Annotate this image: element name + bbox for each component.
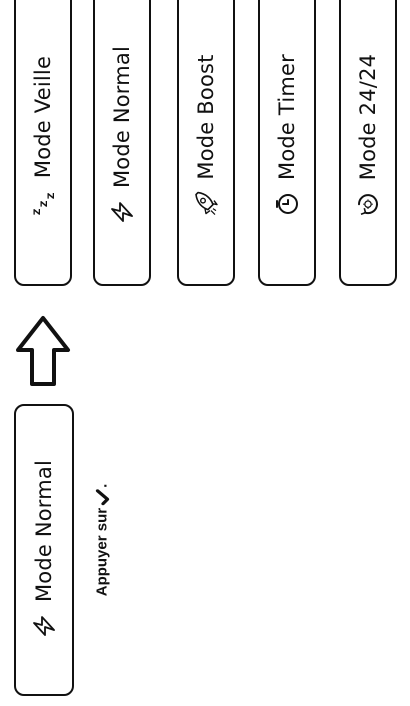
svg-text:Z: Z (40, 200, 50, 207)
mode-timer-button[interactable]: Mode Timer (258, 0, 316, 286)
lightning-bolt-icon (110, 198, 134, 226)
mode-24-24-button[interactable]: Mode 24/24 (339, 0, 397, 286)
mode-24-24-label: Mode 24/24 (356, 53, 380, 181)
instruction-text: Appuyer sur . (94, 484, 111, 597)
instruction-suffix: . (93, 483, 111, 488)
checkmark-icon (95, 488, 109, 505)
sleep-zzz-icon: Z Z Z (31, 188, 55, 216)
mode-veille-label: Mode Veille (31, 55, 55, 179)
rocket-icon (194, 190, 218, 218)
current-mode-label: Mode Normal (32, 459, 56, 603)
mode-normal-label: Mode Normal (110, 45, 134, 189)
mode-normal-button[interactable]: Mode Normal (93, 0, 151, 286)
svg-text:Z: Z (47, 192, 55, 199)
current-mode-display: Mode Normal (14, 404, 74, 696)
svg-text:Z: Z (33, 208, 43, 215)
clock-24-icon (356, 190, 380, 218)
mode-veille-button[interactable]: Z Z Z Mode Veille (14, 0, 72, 286)
timer-clock-icon (275, 190, 299, 218)
mode-boost-label: Mode Boost (194, 54, 218, 180)
instruction-label: Appuyer sur (93, 507, 111, 597)
lightning-bolt-icon (32, 612, 56, 640)
arrow-up-icon (12, 314, 74, 388)
mode-timer-label: Mode Timer (275, 54, 299, 180)
mode-boost-button[interactable]: Mode Boost (177, 0, 235, 286)
